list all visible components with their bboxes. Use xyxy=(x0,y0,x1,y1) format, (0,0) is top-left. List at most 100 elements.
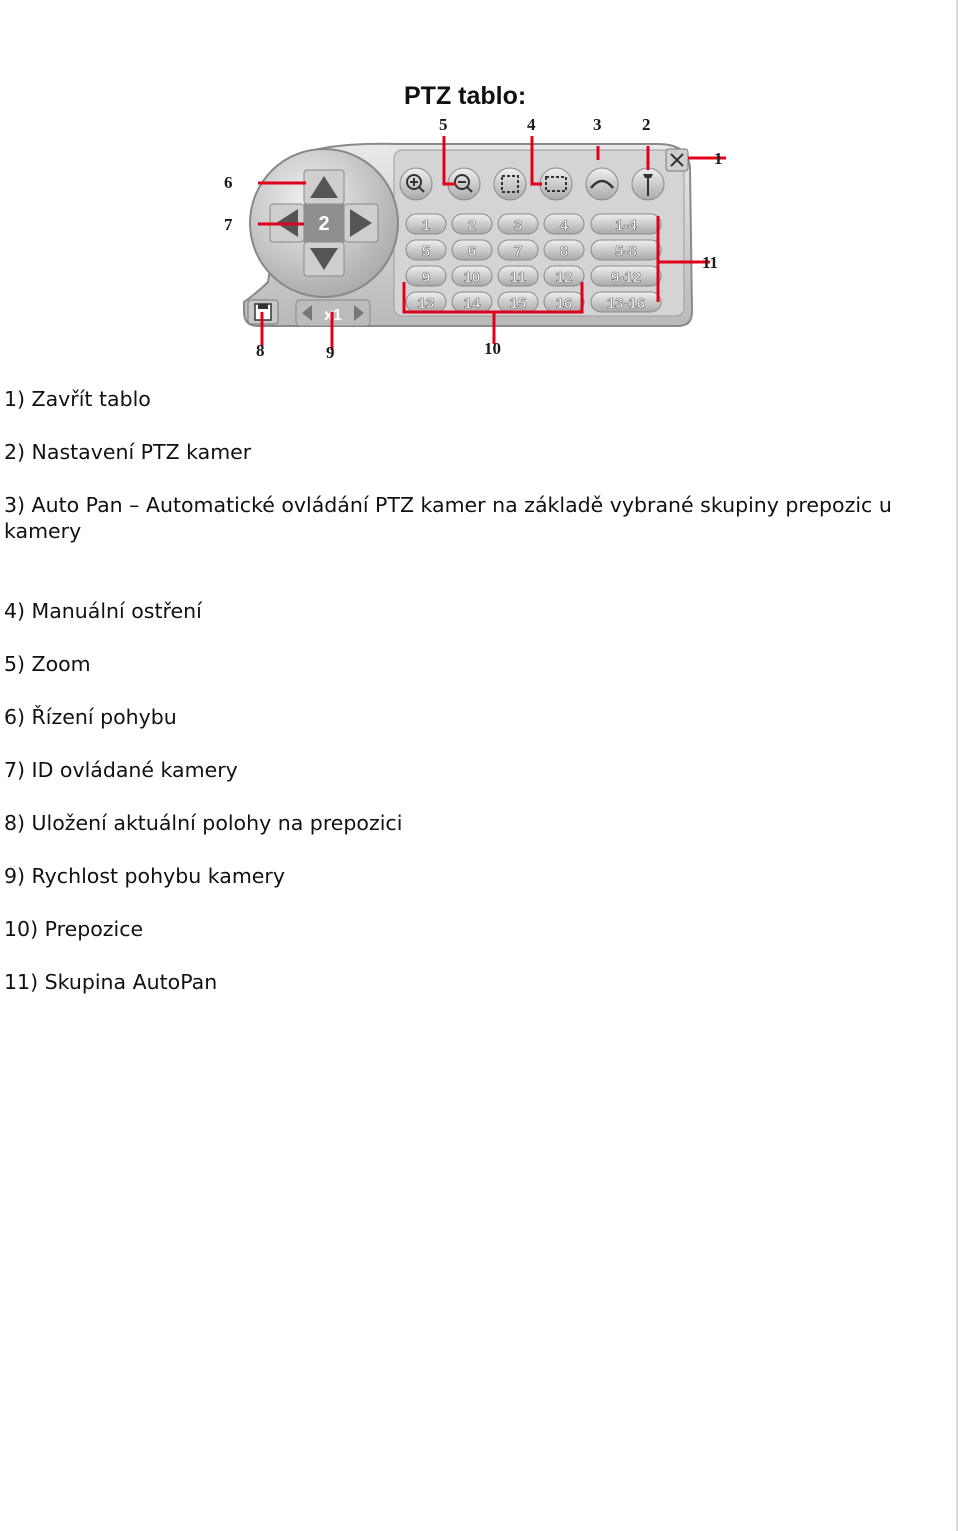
preset-button-9-shape xyxy=(405,265,447,287)
preset-button-5-label: 5 xyxy=(422,243,430,260)
autopan-group-button-1-4-shape xyxy=(590,213,662,235)
legend-item-10: 10) Prepozice xyxy=(4,917,144,941)
preset-button-7-shape xyxy=(497,239,539,261)
preset-button-2-label: 2 xyxy=(468,217,476,234)
auto-pan-button xyxy=(585,167,619,201)
preset-button-16-label: 16 xyxy=(556,295,573,312)
legend-item-8: 8) Uložení aktuální polohy na prepozici xyxy=(4,811,403,835)
preset-button-6-shape xyxy=(451,239,493,261)
auto-pan-icon xyxy=(590,179,614,189)
callout-2: 2 xyxy=(642,115,651,134)
preset-button-2[interactable]: 2 xyxy=(451,213,493,235)
zoom-in-button xyxy=(399,167,433,201)
legend-item-3: 3) Auto Pan – Automatické ovládání PTZ k… xyxy=(4,493,892,543)
preset-button-14-label: 14 xyxy=(464,295,481,312)
focus-near-icon xyxy=(501,175,519,193)
callout-3: 3 xyxy=(593,115,602,134)
legend-item-4: 4) Manuální ostření xyxy=(4,599,202,623)
legend-item-5: 5) Zoom xyxy=(4,652,91,676)
arrow-up-icon xyxy=(310,176,338,198)
legend-item-6: 6) Řízení pohybu xyxy=(4,705,177,729)
legend-item-11: 11) Skupina AutoPan xyxy=(4,970,218,994)
zoom-in-icon xyxy=(406,174,422,190)
autopan-group-button-5-8-label: 5-8 xyxy=(615,243,637,260)
preset-button-3-shape xyxy=(497,213,539,235)
preset-button-1-shape xyxy=(405,213,447,235)
callout-11: 11 xyxy=(702,253,718,272)
preset-button-12-label: 12 xyxy=(556,269,573,286)
callout-10: 10 xyxy=(484,339,501,358)
callout-6: 6 xyxy=(224,173,233,192)
preset-button-8[interactable]: 8 xyxy=(543,239,585,261)
preset-button-2-shape xyxy=(451,213,493,235)
preset-button-5[interactable]: 5 xyxy=(405,239,447,261)
preset-button-9[interactable]: 9 xyxy=(405,265,447,287)
speed-right-icon xyxy=(354,305,364,321)
preset-button-14[interactable]: 14 xyxy=(451,291,493,313)
focus-far-button xyxy=(539,167,573,201)
autopan-group-button-9-12-shape xyxy=(590,265,662,287)
arrow-down-icon xyxy=(310,248,338,270)
autopan-group-button-13-16[interactable]: 13-16 xyxy=(590,291,662,313)
preset-button-13[interactable]: 13 xyxy=(405,291,447,313)
legend-item-2: 2) Nastavení PTZ kamer xyxy=(4,440,252,464)
preset-button-8-shape xyxy=(543,239,585,261)
zoom-out-icon xyxy=(454,174,470,190)
preset-button-12[interactable]: 12 xyxy=(543,265,585,287)
preset-button-6-label: 6 xyxy=(468,243,476,260)
arrow-right-icon xyxy=(350,209,372,237)
zoom-out-button xyxy=(447,167,481,201)
preset-button-9-label: 9 xyxy=(422,269,430,286)
speed-left-icon xyxy=(302,305,312,321)
ptz-settings-button xyxy=(631,167,665,201)
autopan-group-button-13-16-shape xyxy=(590,291,662,313)
page-title: PTZ tablo: xyxy=(404,82,527,110)
preset-button-1-label: 1 xyxy=(422,217,430,234)
callout-lines xyxy=(258,136,726,350)
autopan-group-button-5-8-shape xyxy=(590,239,662,261)
preset-button-3-label: 3 xyxy=(514,217,522,234)
preset-button-16[interactable]: 16 xyxy=(543,291,585,313)
preset-button-15-label: 15 xyxy=(510,295,527,312)
preset-button-5-shape xyxy=(405,239,447,261)
callout-1: 1 xyxy=(714,149,723,168)
page-edge xyxy=(956,0,958,1531)
preset-button-11[interactable]: 11 xyxy=(497,265,539,287)
callout-9: 9 xyxy=(326,343,335,362)
autopan-group-button-9-12[interactable]: 9-12 xyxy=(590,265,662,287)
autopan-group-button-1-4-label: 1-4 xyxy=(615,217,637,234)
callout-5: 5 xyxy=(439,115,448,134)
focus-far-icon xyxy=(545,176,567,192)
preset-button-6[interactable]: 6 xyxy=(451,239,493,261)
preset-button-3[interactable]: 3 xyxy=(497,213,539,235)
preset-button-10-label: 10 xyxy=(464,269,481,286)
legend-item-7: 7) ID ovládané kamery xyxy=(4,758,238,782)
legend-item-1: 1) Zavřít tablo xyxy=(4,387,151,411)
preset-button-11-label: 11 xyxy=(510,269,526,286)
preset-button-15[interactable]: 15 xyxy=(497,291,539,313)
callout-8: 8 xyxy=(256,341,265,360)
preset-button-4-shape xyxy=(543,213,585,235)
preset-button-13-label: 13 xyxy=(418,295,435,312)
preset-button-7[interactable]: 7 xyxy=(497,239,539,261)
settings-icon xyxy=(643,174,653,196)
autopan-group-button-9-12-label: 9-12 xyxy=(611,269,641,286)
focus-near-button xyxy=(493,167,527,201)
autopan-group-button-5-8[interactable]: 5-8 xyxy=(590,239,662,261)
preset-button-12-shape xyxy=(543,265,585,287)
callout-7: 7 xyxy=(224,215,233,234)
legend-item-9: 9) Rychlost pohybu kamery xyxy=(4,864,285,888)
preset-button-4-label: 4 xyxy=(560,217,569,234)
camera-id-display: 2 xyxy=(318,213,329,235)
preset-button-10-shape xyxy=(451,265,493,287)
preset-button-8-label: 8 xyxy=(560,243,568,260)
autopan-group-button-13-16-label: 13-16 xyxy=(607,295,645,312)
preset-button-10[interactable]: 10 xyxy=(451,265,493,287)
preset-button-1[interactable]: 1 xyxy=(405,213,447,235)
close-icon xyxy=(670,153,684,167)
autopan-group-button-1-4[interactable]: 1-4 xyxy=(590,213,662,235)
preset-button-4[interactable]: 4 xyxy=(543,213,585,235)
preset-button-11-shape xyxy=(497,265,539,287)
